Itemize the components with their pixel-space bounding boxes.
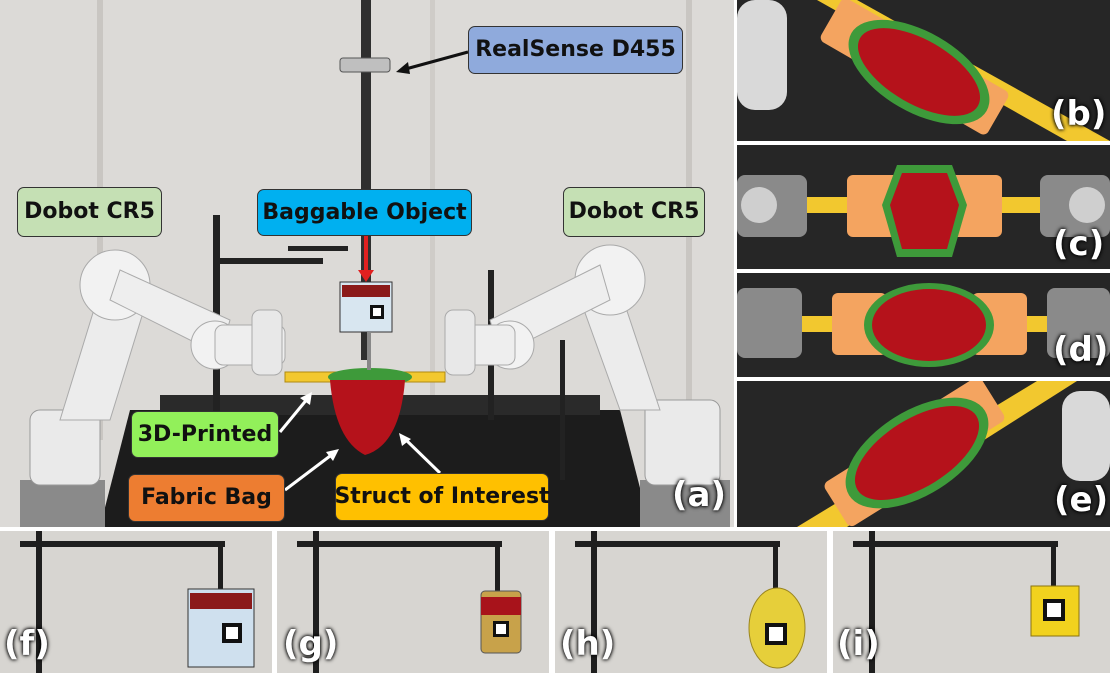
struct-of-interest-callout: Struct of Interest (334, 473, 550, 521)
panel-b-scene (737, 0, 1110, 141)
panel-label-e: (e) (1054, 480, 1109, 520)
panel-g-scene (277, 531, 549, 673)
panel-g-photo: (g) (277, 531, 549, 673)
panel-e-scene (737, 381, 1110, 527)
panel-d-scene (737, 273, 1110, 377)
realsense-callout: RealSense D455 (468, 26, 683, 74)
panel-f-scene (0, 531, 272, 673)
panel-label-a: (a) (672, 475, 727, 515)
panel-e-photo: (e) (737, 381, 1110, 527)
panel-h-scene (555, 531, 827, 673)
panel-label-g: (g) (283, 624, 339, 664)
printed-part-callout: 3D-Printed (131, 411, 279, 458)
panel-c-scene (737, 145, 1110, 269)
main-setup-photo: RealSense D455 Dobot CR5 Dobot CR5 Bagga… (0, 0, 734, 527)
fabric-bag-callout: Fabric Bag (128, 474, 285, 522)
baggable-object-callout: Baggable Object (257, 189, 472, 236)
robot-right-callout: Dobot CR5 (563, 187, 705, 237)
robot-left-callout: Dobot CR5 (17, 187, 162, 237)
panel-c-photo: (c) (737, 145, 1110, 269)
panel-label-b: (b) (1051, 94, 1107, 134)
panel-b-photo: (b) (737, 0, 1110, 141)
panel-i-scene (833, 531, 1110, 673)
panel-label-i: (i) (837, 624, 880, 664)
panel-label-d: (d) (1053, 330, 1109, 370)
panel-label-f: (f) (4, 624, 50, 664)
panel-label-h: (h) (560, 624, 616, 664)
panel-i-photo: (i) (833, 531, 1110, 673)
panel-f-photo: (f) (0, 531, 272, 673)
panel-h-photo: (h) (555, 531, 827, 673)
panel-label-c: (c) (1053, 224, 1105, 264)
setup-scene (20, 0, 730, 527)
panel-d-photo: (d) (737, 273, 1110, 377)
